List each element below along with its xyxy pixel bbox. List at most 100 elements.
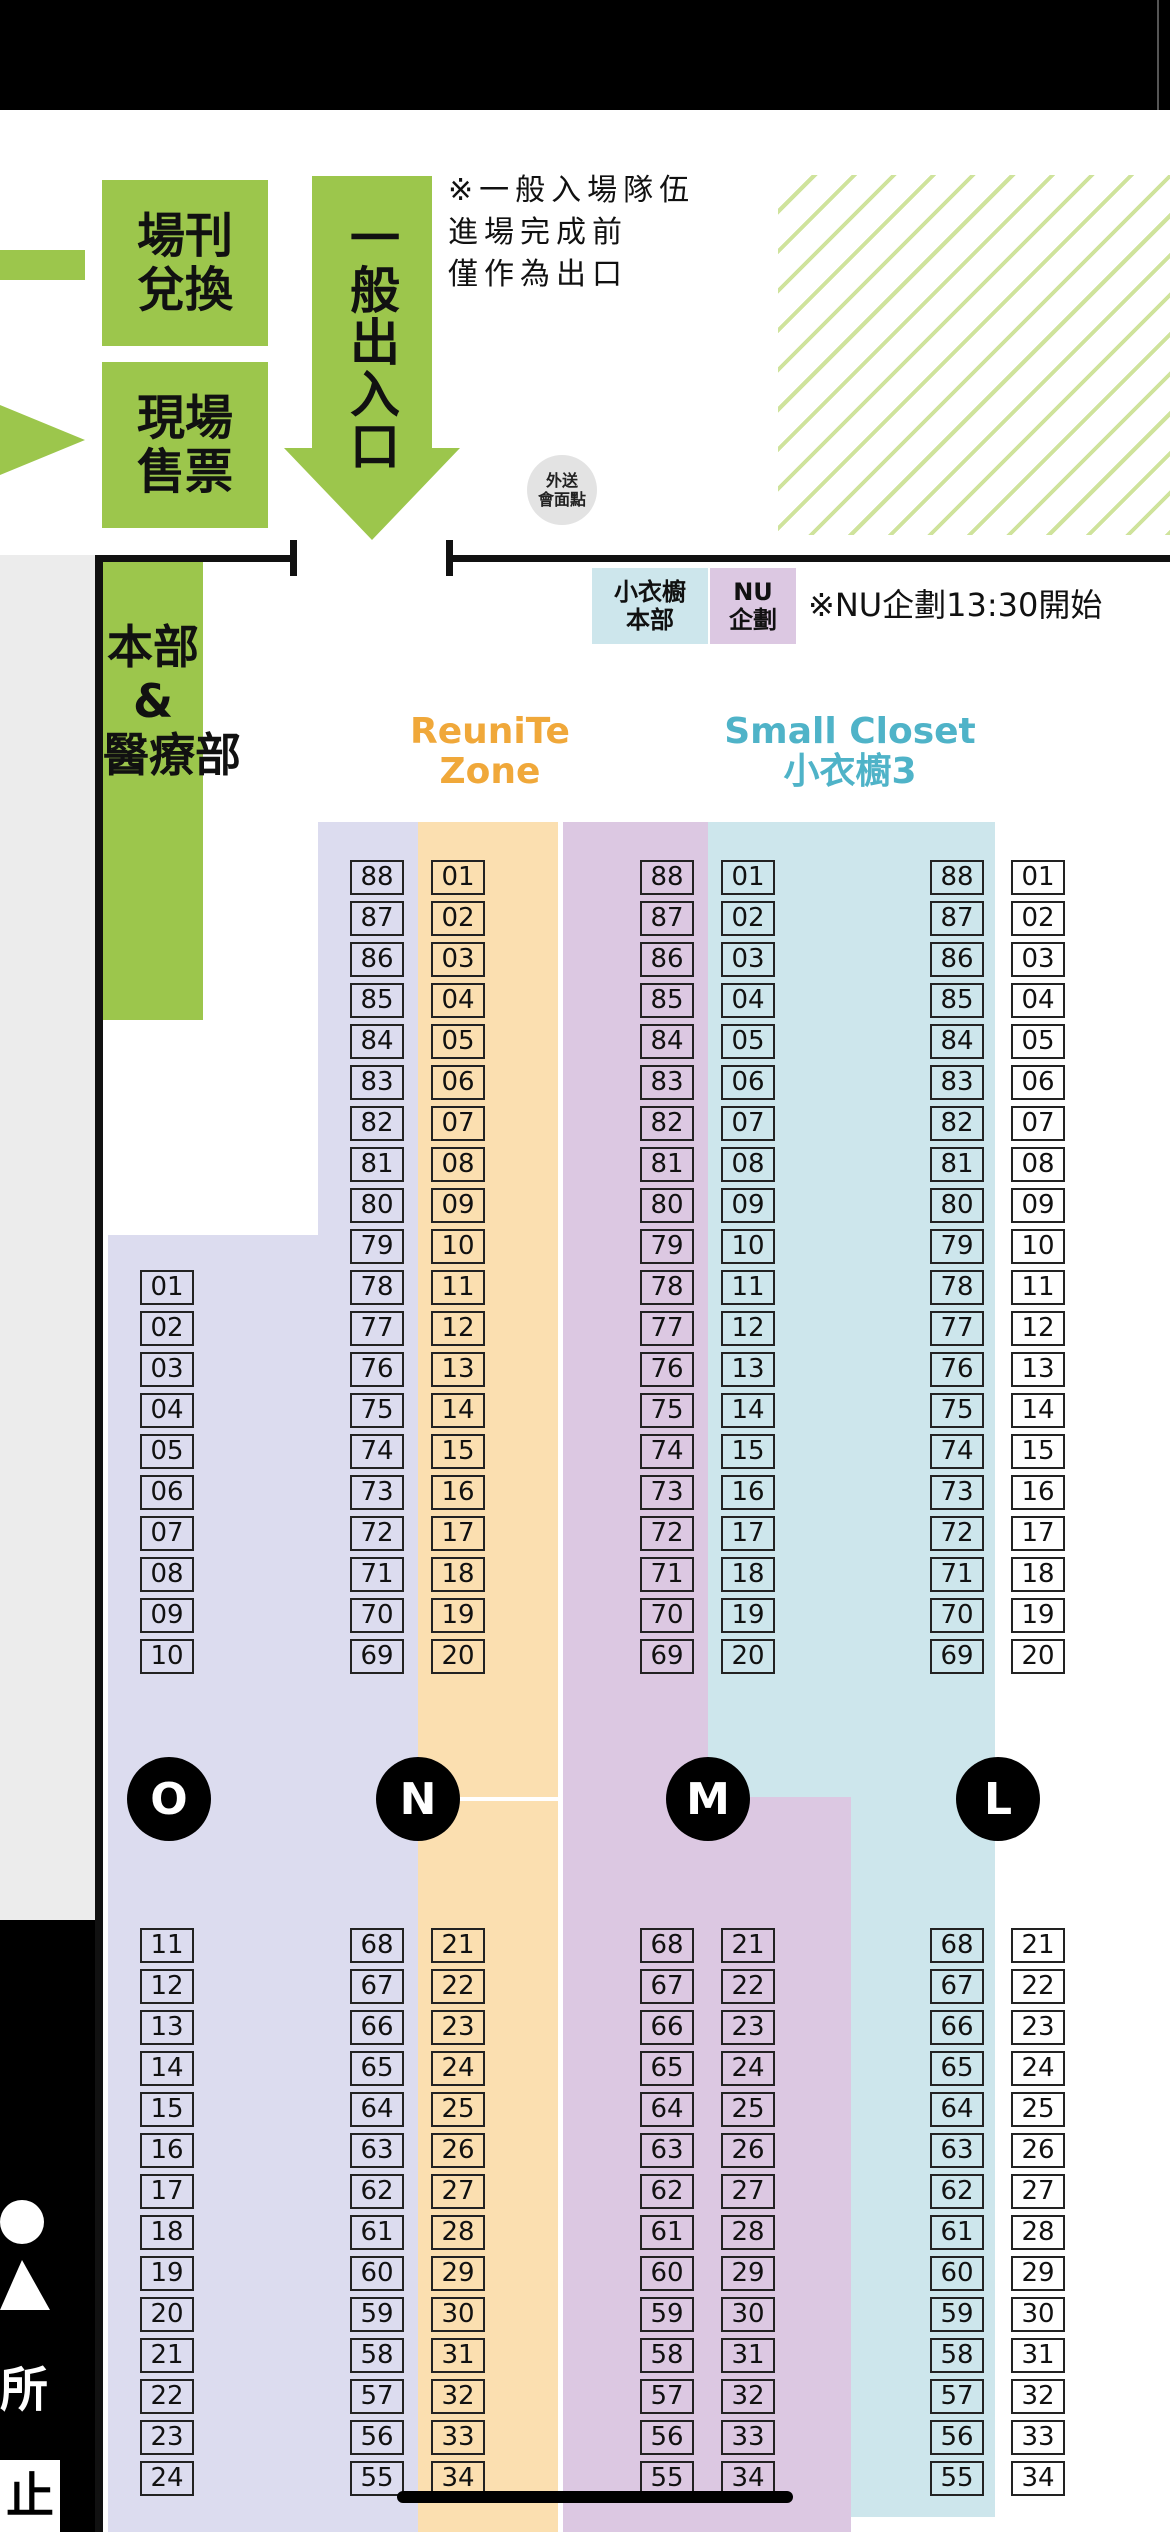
- booth-l-right-cell: 02: [1011, 901, 1065, 936]
- booth-m-left-cell: 61: [640, 2215, 694, 2250]
- booth-o-cell: 12: [140, 1969, 194, 2004]
- booth-l-left-cell: 81: [930, 1147, 984, 1182]
- booth-m-left-cell: 64: [640, 2092, 694, 2127]
- booth-l-right-cell: 07: [1011, 1106, 1065, 1141]
- booth-m-right-cell: 32: [721, 2379, 775, 2414]
- booth-l-left-cell: 68: [930, 1928, 984, 1963]
- booth-m-right-cell: 33: [721, 2420, 775, 2455]
- left-edge-text-2: 止: [0, 2460, 60, 2532]
- booth-n-right-cell: 12: [431, 1311, 485, 1346]
- booth-m-right-cell: 09: [721, 1188, 775, 1223]
- booth-l-left-cell: 78: [930, 1270, 984, 1305]
- booth-l-right-cell: 23: [1011, 2010, 1065, 2045]
- booth-l-right-cell: 31: [1011, 2338, 1065, 2373]
- booth-m-left-cell: 69: [640, 1639, 694, 1674]
- small-closet-zone-title: Small Closet 小衣櫥3: [724, 711, 976, 792]
- booth-l-right-cell: 32: [1011, 2379, 1065, 2414]
- booth-m-right-cell: 23: [721, 2010, 775, 2045]
- booth-l-right-cell: 29: [1011, 2256, 1065, 2291]
- hq-medical-box: [103, 562, 203, 1020]
- booth-n-left-cell: 57: [350, 2379, 404, 2414]
- booth-o-cell: 22: [140, 2379, 194, 2414]
- booth-l-left-cell: 86: [930, 942, 984, 977]
- booth-n-right-cell: 19: [431, 1598, 485, 1633]
- small-closet-zone-lower: [851, 1797, 995, 2517]
- booth-o-cell: 20: [140, 2297, 194, 2332]
- booth-o-cell: 08: [140, 1557, 194, 1592]
- booth-m-right-cell: 15: [721, 1434, 775, 1469]
- nu-zone-extension: [708, 1797, 851, 2532]
- booth-o-cell: 21: [140, 2338, 194, 2373]
- nu-plan-label: NU 企劃: [729, 578, 777, 634]
- booth-n-left-cell: 60: [350, 2256, 404, 2291]
- booth-l-left-cell: 76: [930, 1352, 984, 1387]
- left-wall: [95, 555, 103, 2532]
- booth-l-right-cell: 26: [1011, 2133, 1065, 2168]
- booth-l-left-cell: 85: [930, 983, 984, 1018]
- booth-l-left-cell: 62: [930, 2174, 984, 2209]
- booth-l-right-cell: 13: [1011, 1352, 1065, 1387]
- booth-m-left-cell: 59: [640, 2297, 694, 2332]
- onsite-ticket-box: 現場 售票: [102, 362, 268, 528]
- booth-n-right-cell: 32: [431, 2379, 485, 2414]
- magazine-exchange-label: 場刊 兌換: [136, 208, 233, 318]
- booth-n-left-cell: 65: [350, 2051, 404, 2086]
- small-closet-zone-bg: [708, 822, 995, 1972]
- booth-n-left-cell: 82: [350, 1106, 404, 1141]
- booth-l-right-cell: 11: [1011, 1270, 1065, 1305]
- reunite-zone-title: ReuniTe Zone: [410, 711, 570, 792]
- booth-l-left-cell: 87: [930, 901, 984, 936]
- general-entrance-label: 一般出入口: [342, 212, 400, 472]
- booth-m-right-cell: 01: [721, 860, 775, 895]
- booth-o-cell: 05: [140, 1434, 194, 1469]
- booth-n-right-cell: 13: [431, 1352, 485, 1387]
- entrance-note: ※一般入場隊伍 進場完成前 僅作為出口: [448, 173, 696, 292]
- booth-m-right-cell: 21: [721, 1928, 775, 1963]
- booth-m-left-cell: 85: [640, 983, 694, 1018]
- booth-m-right-cell: 31: [721, 2338, 775, 2373]
- booth-n-left-cell: 69: [350, 1639, 404, 1674]
- booth-n-right-cell: 17: [431, 1516, 485, 1551]
- gray-panel: [0, 555, 95, 1925]
- status-bar: [0, 0, 1170, 110]
- booth-m-left-cell: 80: [640, 1188, 694, 1223]
- booth-n-right-cell: 24: [431, 2051, 485, 2086]
- booth-n-right-cell: 31: [431, 2338, 485, 2373]
- booth-n-right-cell: 06: [431, 1065, 485, 1100]
- booth-l-right-cell: 16: [1011, 1475, 1065, 1510]
- nu-note: ※NU企劃13:30開始: [808, 586, 1103, 624]
- booth-l-left-cell: 65: [930, 2051, 984, 2086]
- booth-n-left-cell: 87: [350, 901, 404, 936]
- booth-m-left-cell: 86: [640, 942, 694, 977]
- booth-l-left-cell: 69: [930, 1639, 984, 1674]
- home-indicator[interactable]: [397, 2491, 793, 2503]
- booth-m-left-cell: 71: [640, 1557, 694, 1592]
- wall-left-top: [95, 555, 295, 562]
- wall-right-top-cap: [446, 540, 453, 576]
- delivery-point-marker: 外送 會面點: [527, 455, 597, 525]
- booth-n-left-cell: 66: [350, 2010, 404, 2045]
- booth-l-right-cell: 17: [1011, 1516, 1065, 1551]
- booth-m-left-cell: 73: [640, 1475, 694, 1510]
- booth-m-left-cell: 56: [640, 2420, 694, 2455]
- booth-m-left-cell: 79: [640, 1229, 694, 1264]
- row-marker-m: M: [666, 1757, 750, 1841]
- booth-l-right-cell: 06: [1011, 1065, 1065, 1100]
- booth-n-left-cell: 70: [350, 1598, 404, 1633]
- booth-l-left-cell: 75: [930, 1393, 984, 1428]
- booth-l-right-cell: 10: [1011, 1229, 1065, 1264]
- booth-l-left-cell: 66: [930, 2010, 984, 2045]
- booth-o-cell: 06: [140, 1475, 194, 1510]
- booth-l-left-cell: 59: [930, 2297, 984, 2332]
- booth-l-left-cell: 64: [930, 2092, 984, 2127]
- booth-n-left-cell: 84: [350, 1024, 404, 1059]
- booth-n-left-cell: 62: [350, 2174, 404, 2209]
- booth-l-right-cell: 28: [1011, 2215, 1065, 2250]
- booth-n-left-cell: 75: [350, 1393, 404, 1428]
- booth-l-left-cell: 73: [930, 1475, 984, 1510]
- booth-l-left-cell: 84: [930, 1024, 984, 1059]
- booth-l-right-cell: 30: [1011, 2297, 1065, 2332]
- booth-n-right-cell: 10: [431, 1229, 485, 1264]
- booth-o-cell: 13: [140, 2010, 194, 2045]
- booth-l-right-cell: 04: [1011, 983, 1065, 1018]
